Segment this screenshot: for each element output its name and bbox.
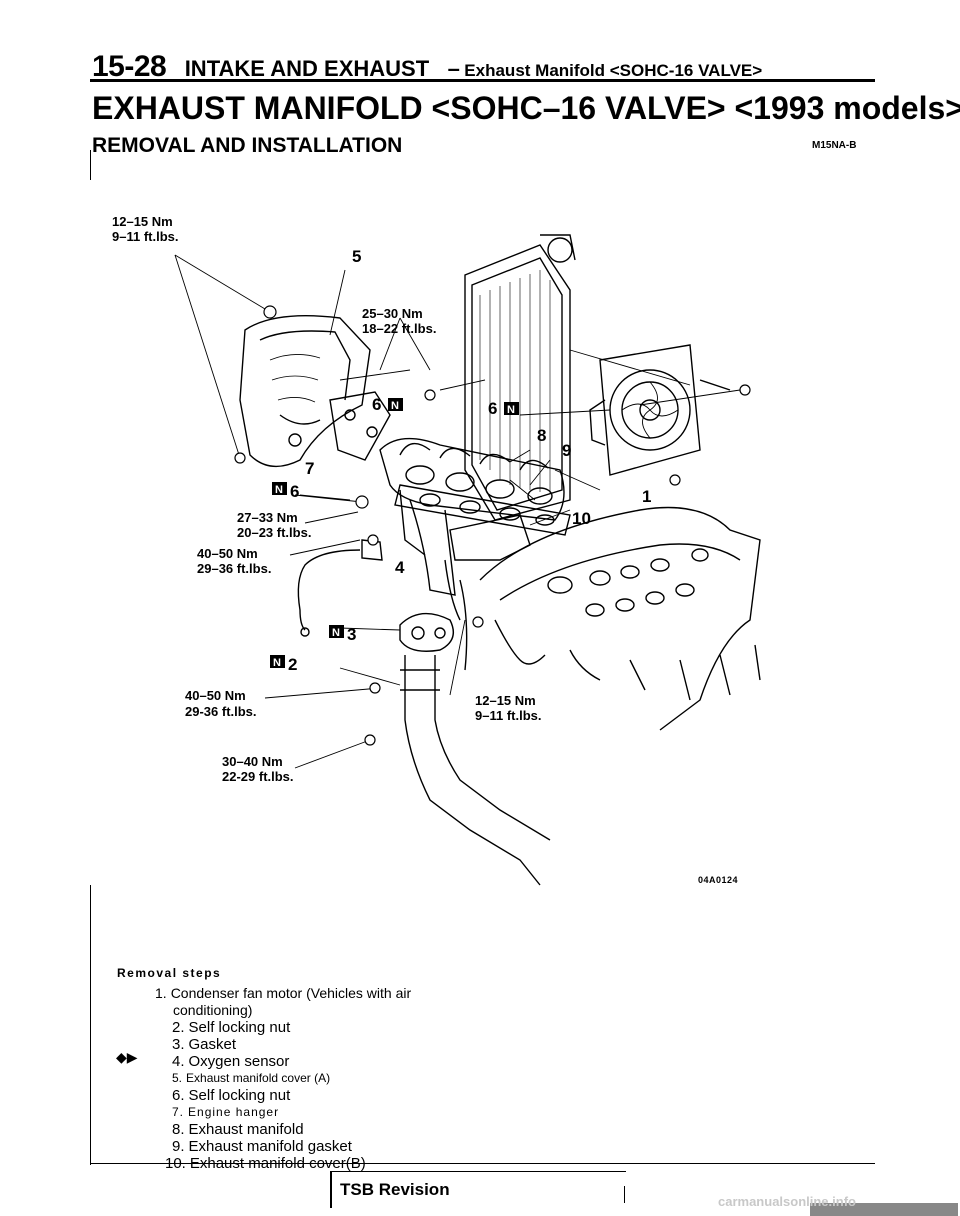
torque-label-4-ftlbs: 29–36 ft.lbs. <box>197 561 271 576</box>
torque-label-5: 40–50 Nm <box>185 688 246 703</box>
radiator-drawing <box>464 234 576 521</box>
new-part-badge <box>388 398 403 411</box>
manifold-cover-a-drawing <box>239 315 371 468</box>
callout-10: 10 <box>572 509 591 528</box>
list-item: 4.Oxygen sensor <box>172 1053 290 1070</box>
document-code: M15NA-B <box>812 140 857 151</box>
header-rule <box>90 79 875 82</box>
torque-label-1: 12–15 Nm <box>112 214 173 229</box>
fasteners <box>234 305 751 746</box>
new-part-symbols: N N N N N <box>270 398 519 669</box>
header-dash: – <box>447 56 460 81</box>
condenser-fan-drawing <box>589 344 731 476</box>
engine-hanger-drawing <box>329 391 391 461</box>
watermark: carmanualsonline.info <box>718 1194 856 1209</box>
torque-label-6-ftlbs: 9–11 ft.lbs. <box>475 708 541 723</box>
callout-1: 1 <box>642 487 651 506</box>
new-part-badge <box>329 625 344 638</box>
list-item: 9.Exhaust manifold gasket <box>172 1138 352 1155</box>
callout-7: 7 <box>305 459 314 478</box>
torque-label-1-ftlbs: 9–11 ft.lbs. <box>112 229 178 244</box>
exploded-diagram: 12–15 Nm 9–11 ft.lbs. 25–30 Nm 18–22 ft.… <box>112 214 761 886</box>
tsb-revision-box <box>330 1171 626 1208</box>
callout-2: 2 <box>288 655 297 674</box>
torque-label-2: 25–30 Nm <box>362 306 423 321</box>
new-part-symbol: N <box>391 400 399 412</box>
page-header: 15-28 INTAKE AND EXHAUST – Exhaust Manif… <box>92 50 762 84</box>
torque-label-3: 27–33 Nm <box>237 510 298 525</box>
tsb-revision-label: TSB Revision <box>340 1180 450 1199</box>
list-item: 7.Engine hanger <box>172 1105 280 1119</box>
footer-rule <box>90 1163 875 1164</box>
tsb-box-end <box>624 1186 625 1203</box>
torque-label-4: 40–50 Nm <box>197 546 258 561</box>
torque-label-7-ftlbs: 22-29 ft.lbs. <box>222 769 294 784</box>
manifold-gasket-drawing <box>394 484 571 536</box>
callout-4: 4 <box>395 558 405 577</box>
torque-label-3-ftlbs: 20–23 ft.lbs. <box>237 525 311 540</box>
callout-6b: 6 <box>372 395 381 414</box>
torque-label-7: 30–40 Nm <box>222 754 283 769</box>
manifold-cover-b-drawing <box>444 514 531 621</box>
torque-label-5-ftlbs: 29-36 ft.lbs. <box>185 704 257 719</box>
removal-steps-list: 1.Condenser fan motor (Vehicles with air… <box>155 985 475 1172</box>
margin-line-top <box>90 150 91 180</box>
service-point-marker: ◆▶ <box>116 1049 138 1065</box>
callout-5: 5 <box>352 247 361 266</box>
figure-id: 04A0124 <box>698 875 739 885</box>
new-part-badge <box>270 655 285 668</box>
callout-8: 8 <box>537 426 546 445</box>
list-item: 6.Self locking nut <box>172 1087 291 1104</box>
new-part-symbol: N <box>275 484 283 496</box>
new-part-badge <box>272 482 287 495</box>
section-subtitle: REMOVAL AND INSTALLATION <box>92 134 403 157</box>
torque-label-2-ftlbs: 18–22 ft.lbs. <box>362 321 436 336</box>
removal-steps-heading: Removal steps <box>117 966 222 980</box>
leader-lines <box>174 254 741 769</box>
engine-block-drawing <box>459 506 761 731</box>
list-item: 5.Exhaust manifold cover (A) <box>172 1071 331 1085</box>
exhaust-manifold-drawing <box>379 437 565 596</box>
list-item: 2.Self locking nut <box>172 1019 291 1036</box>
callout-9: 9 <box>562 441 571 460</box>
front-pipe-drawing <box>399 612 551 886</box>
torque-label-6: 12–15 Nm <box>475 693 536 708</box>
page-title: EXHAUST MANIFOLD <SOHC–16 VALVE> <1993 m… <box>92 90 960 126</box>
callout-6a: 6 <box>290 482 299 501</box>
margin-line-bottom <box>90 885 91 1165</box>
subsection-title: Exhaust Manifold <SOHC-16 VALVE> <box>464 61 763 80</box>
new-part-symbol: N <box>273 657 281 669</box>
callout-6c: 6 <box>488 399 497 418</box>
new-part-symbol: N <box>332 627 340 639</box>
list-item: 3.Gasket <box>172 1036 237 1053</box>
new-part-badge <box>504 402 519 415</box>
page-number: 15-28 <box>92 50 167 83</box>
oxygen-sensor-drawing <box>297 539 383 637</box>
list-item: 8.Exhaust manifold <box>172 1121 304 1138</box>
section-title: INTAKE AND EXHAUST <box>184 56 430 81</box>
list-item: 1.Condenser fan motor (Vehicles with air… <box>155 985 412 1018</box>
callout-3: 3 <box>347 625 356 644</box>
footer-bar <box>810 1203 958 1216</box>
new-part-symbol: N <box>507 404 515 416</box>
